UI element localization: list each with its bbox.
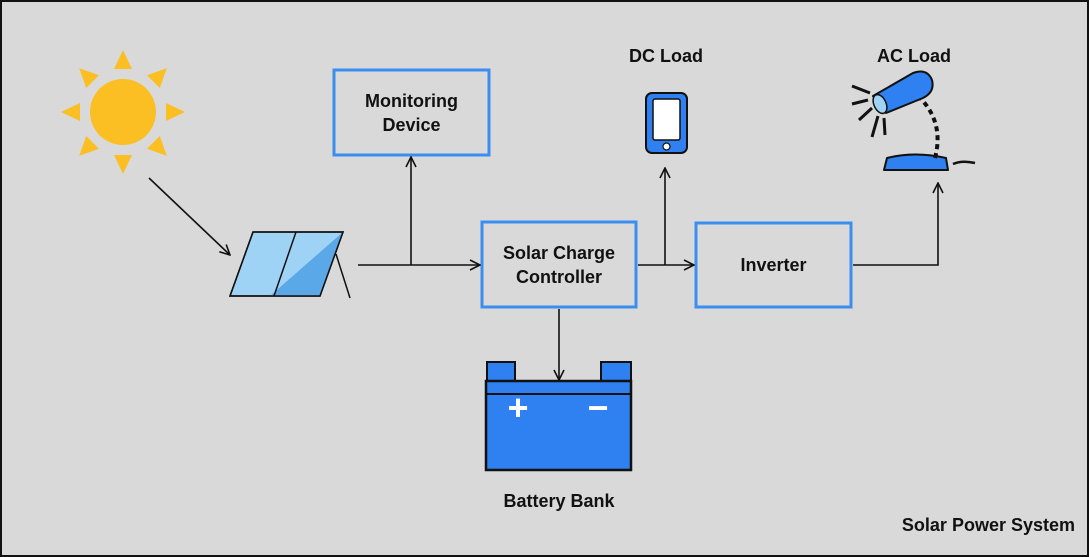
sun-icon (61, 50, 185, 174)
solar-charge-controller-box (480, 220, 638, 309)
monitoring-device-label: Monitoring Device (365, 90, 458, 135)
inverter-box (694, 221, 853, 309)
diagram-title: Solar Power System (901, 515, 1075, 535)
monitoring-device-box (332, 68, 491, 157)
solar-panel-icon (228, 231, 351, 299)
dc-load-label: DC Load (629, 46, 703, 66)
sun-to-panel-arrow (148, 177, 230, 255)
battery-plus-symbol: + (507, 387, 529, 428)
battery-bank-label: Battery Bank (503, 491, 615, 511)
inverter-label: Inverter (740, 255, 807, 275)
smartphone-icon (645, 92, 688, 154)
battery-minus-symbol: − (587, 387, 609, 428)
desk-lamp-icon (851, 70, 976, 171)
solar-charge-controller-label: Solar Charge Controller (502, 242, 616, 287)
ac-load-label: AC Load (877, 46, 951, 66)
battery-icon (484, 361, 633, 472)
inverter-to-ac-load-arrow (853, 183, 938, 266)
